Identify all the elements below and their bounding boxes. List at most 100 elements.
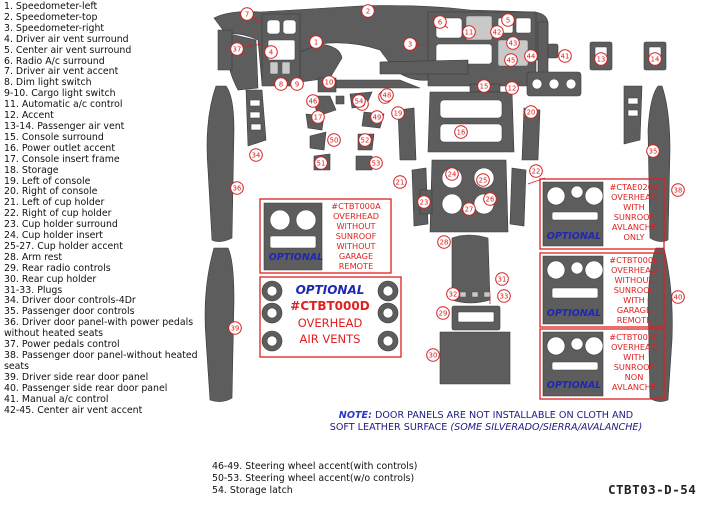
pass-switch-2 [627,109,639,117]
callout-number: 31 [498,275,507,283]
callout-number: 17 [314,113,323,121]
legend-item: 17. Console insert frame [4,153,120,165]
callout-number: 51 [317,159,326,167]
legend-item: 25-27. Cup holder accent [4,240,123,252]
callout-number: 49 [373,113,382,121]
option-a-code: #CTBT000A [331,201,381,211]
svg-text:NON: NON [625,372,644,382]
callout-number: 2 [366,7,370,15]
legend-item: 9-10. Cargo light switch [4,88,116,100]
option-d-tag: OPTIONAL [296,283,365,297]
svg-text:WITHOUT: WITHOUT [336,221,376,231]
callout-2: 2 [361,4,375,18]
callout-48: 48 [380,88,394,102]
callout-30: 30 [426,348,440,362]
callout-number: 11 [465,28,474,36]
console-opening-bottom [439,123,503,143]
callout-number: 4 [269,48,273,56]
callout-number: 32 [449,290,458,298]
legend-item: 16. Power outlet accent [4,142,116,154]
callout-number: 24 [448,170,457,178]
callout-6: 6 [433,15,447,29]
callout-28: 28 [437,235,451,249]
door-panel-note: NOTE: DOOR PANELS ARE NOT INSTALLABLE ON… [296,410,676,434]
callout-7: 7 [240,7,254,21]
callout-number: 44 [527,52,536,60]
callout-26: 26 [483,192,497,206]
note-text-2: SOFT LEATHER SURFACE [329,422,451,433]
legend-item: 31-33. Plugs [4,284,63,296]
plug-3 [483,291,491,298]
legend-item: 18. Storage [4,164,59,176]
option-b: OPTIONAL #CTBT000B OVERHEAD WITHOUT SUNR… [539,252,665,328]
legend-item: 35. Passenger door controls [4,306,135,318]
callout-38: 38 [671,183,685,197]
legend-item: 4. Driver air vent surround [4,33,129,45]
dash-trim-center [537,21,549,75]
callout-14: 14 [648,52,662,66]
option-c: OPTIONAL #CTBT000C OVERHEAD WITH SUNROOF… [539,328,665,400]
legend2-item: 46-49. Steering wheel accent(with contro… [212,461,418,472]
rear-cup-holder [439,331,511,385]
option-c-tag: OPTIONAL [547,380,602,391]
svg-text:SUNROOF: SUNROOF [614,362,655,372]
callout-number: 9 [295,80,299,88]
legend-item: 12. Accent [4,110,54,122]
legend-item: 38. Passenger door panel-without heated … [4,350,198,372]
svg-text:GARAGE: GARAGE [339,251,373,261]
console-left [397,107,417,161]
callout-10: 10 [322,75,336,89]
svg-text:WITH: WITH [623,295,645,305]
callout-25: 25 [476,173,490,187]
parts-legend-secondary: 46-49. Steering wheel accent(with contro… [212,461,417,498]
callout-number: 23 [420,198,429,206]
callout-50: 50 [327,133,341,147]
svg-text:AIR VENTS: AIR VENTS [300,332,361,346]
callout-15: 15 [477,79,491,93]
callout-number: 41 [561,52,570,60]
legend-item: 2. Speedometer-top [4,11,98,23]
svg-text:WITHOUT: WITHOUT [336,241,376,251]
callout-5: 5 [501,13,515,27]
svg-text:REMOTE: REMOTE [617,315,652,325]
callout-20: 20 [524,105,538,119]
speedometer-right-panel [299,43,343,83]
callout-27: 27 [462,202,476,216]
plug-2 [471,291,479,298]
callout-number: 37 [233,45,242,53]
callout-37: 37 [230,42,244,56]
note-text-3: (SOME SILVERADO/SIERRA/AVALANCHE) [450,422,643,433]
legend-item: 13-14. Passenger air vent [4,120,125,132]
legend-item: 5. Center air vent surround [4,44,132,56]
option-e-code: #CTAE020A [610,182,659,192]
svg-text:WITH: WITH [623,202,645,212]
callout-number: 53 [372,159,381,167]
callout-number: 21 [396,178,405,186]
callout-number: 20 [527,108,536,116]
callout-46: 46 [306,94,320,108]
svg-text:SUNROOF: SUNROOF [614,285,655,295]
callout-number: 33 [500,292,509,300]
option-e: OPTIONAL #CTAE020A OVERHEAD WITH SUNROOF… [539,178,665,250]
callout-44: 44 [524,49,538,63]
dash-strip-lower [335,79,421,89]
callout-8: 8 [274,77,288,91]
legend-item: 37. Power pedals control [4,339,120,351]
legend-item: 41. Manual a/c control [4,393,109,405]
option-c-code: #CTBT000C [609,332,659,342]
callout-number: 42 [493,28,502,36]
callout-number: 40 [674,293,683,301]
legend-item: 40. Passenger side rear door panel [4,382,168,394]
legend-item: 7. Driver air vent accent [4,66,119,78]
legend-item: 11. Automatic a/c control [4,99,123,111]
callout-number: 3 [408,40,412,48]
callout-42: 42 [490,25,504,39]
vent-accent-small [547,43,559,59]
console-parts [397,91,541,385]
callout-36: 36 [230,181,244,195]
callout-43: 43 [506,36,520,50]
option-e-tag: OPTIONAL [547,231,602,242]
dash-panels [213,5,667,93]
legend-item: 3. Speedometer-right [4,22,105,34]
callout-number: 15 [480,82,489,90]
